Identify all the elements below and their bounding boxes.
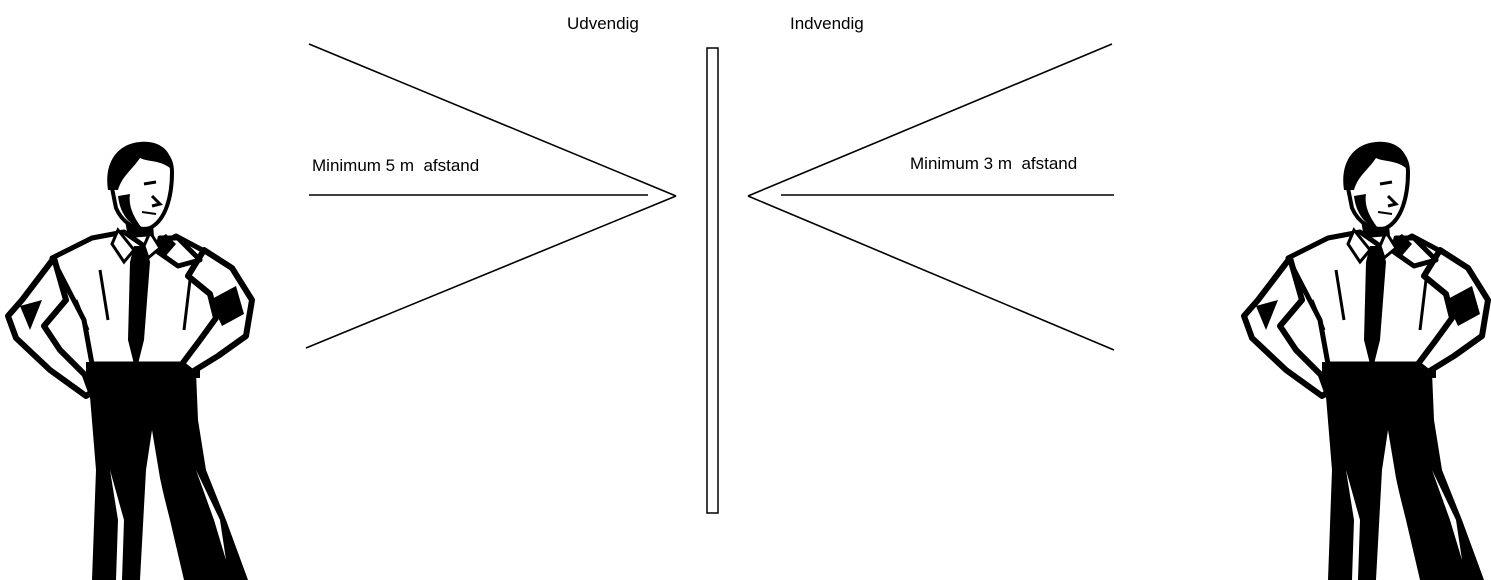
left-distance-label: Minimum 5 m afstand — [312, 156, 480, 175]
wall-pane — [706, 47, 719, 514]
right-viewing-cone — [747, 43, 1115, 351]
inside-label: Indvendig — [790, 14, 864, 33]
left-viewing-cone — [305, 43, 677, 349]
right-figure-icon — [1244, 142, 1488, 580]
outside-label: Udvendig — [567, 14, 639, 33]
right-distance-label: Minimum 3 m afstand — [910, 154, 1078, 173]
left-figure-icon — [8, 142, 252, 580]
